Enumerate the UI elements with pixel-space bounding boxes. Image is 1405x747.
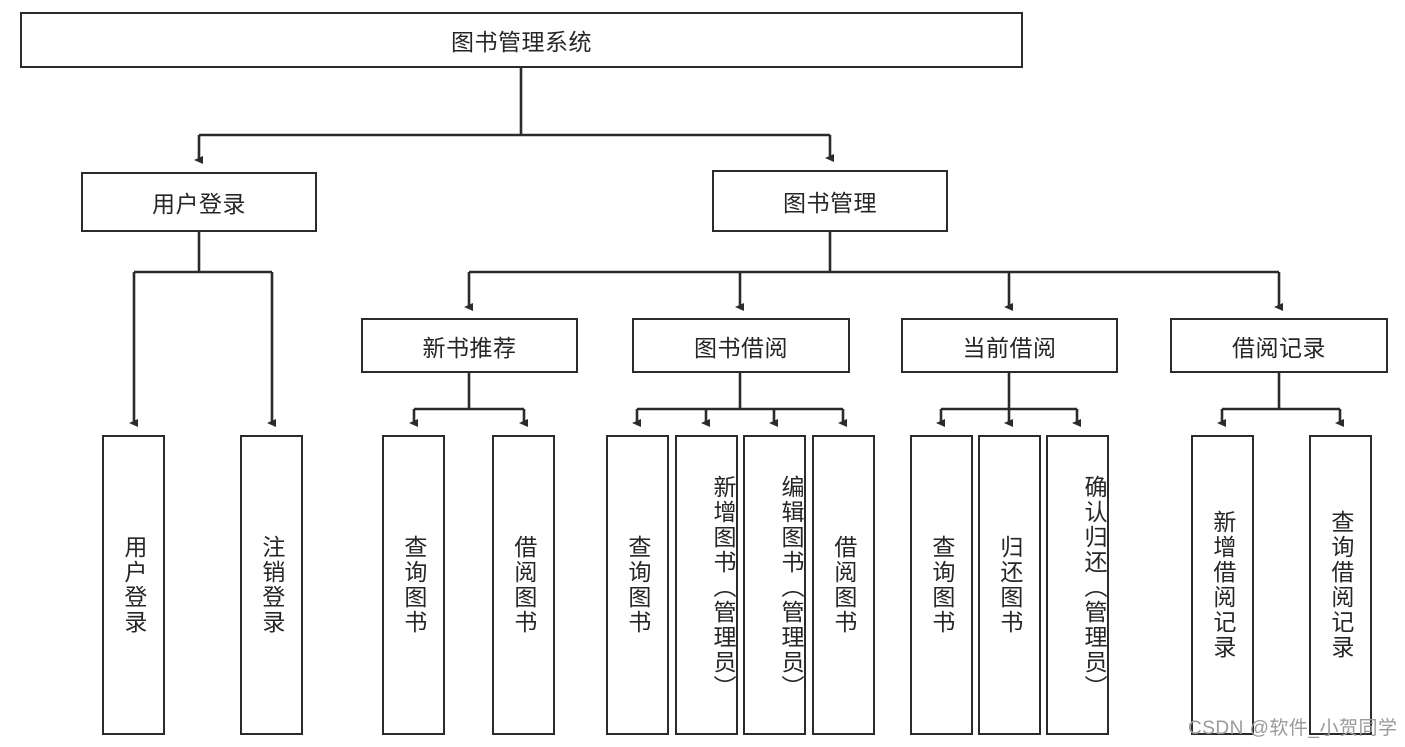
leaf-query-book-current[interactable]: 查询图书 <box>910 435 973 735</box>
node-label: 查询图书 <box>400 535 427 635</box>
node-borrow-record[interactable]: 借阅记录 <box>1170 318 1388 373</box>
leaf-borrow-book-recommend[interactable]: 借阅图书 <box>492 435 555 735</box>
node-book-borrow[interactable]: 图书借阅 <box>632 318 850 373</box>
csdn-watermark: CSDN @软件_小贺同学 <box>1188 718 1398 739</box>
leaf-confirm-return-admin[interactable]: 确认归还（管理员） <box>1046 435 1109 735</box>
node-label: 借阅图书 <box>830 535 857 635</box>
leaf-query-borrow-record[interactable]: 查询借阅记录 <box>1309 435 1372 735</box>
node-label: 用户登录 <box>152 191 246 217</box>
node-new-book-recommend[interactable]: 新书推荐 <box>361 318 578 373</box>
node-label: 用户登录 <box>120 535 147 635</box>
node-label: 新增图书（管理员） <box>710 474 736 700</box>
leaf-return-book[interactable]: 归还图书 <box>978 435 1041 735</box>
node-label: 图书借阅 <box>694 334 788 361</box>
node-label: 当前借阅 <box>962 334 1057 361</box>
node-label: 借阅图书 <box>510 535 537 635</box>
node-label: 新书推荐 <box>422 334 517 361</box>
node-label: 新增借阅记录 <box>1209 510 1236 660</box>
leaf-add-borrow-record[interactable]: 新增借阅记录 <box>1191 435 1254 735</box>
node-label: 借阅记录 <box>1232 334 1326 361</box>
node-label: 图书管理系统 <box>451 29 592 55</box>
node-label: 注销登录 <box>258 535 285 635</box>
node-label: 编辑图书（管理员） <box>778 474 804 700</box>
leaf-query-book-borrow[interactable]: 查询图书 <box>606 435 669 735</box>
leaf-logout-login[interactable]: 注销登录 <box>240 435 303 735</box>
leaf-borrow-book[interactable]: 借阅图书 <box>812 435 875 735</box>
leaf-add-book-admin[interactable]: 新增图书（管理员） <box>675 435 738 735</box>
node-label: 查询图书 <box>928 535 955 635</box>
node-root-book-management-system[interactable]: 图书管理系统 <box>20 12 1023 68</box>
node-book-management[interactable]: 图书管理 <box>712 170 948 232</box>
leaf-edit-book-admin[interactable]: 编辑图书（管理员） <box>743 435 806 735</box>
leaf-user-login[interactable]: 用户登录 <box>102 435 165 735</box>
node-label: 查询借阅记录 <box>1327 510 1354 660</box>
node-label: 归还图书 <box>996 535 1023 635</box>
node-label: 确认归还（管理员） <box>1081 474 1107 700</box>
node-label: 查询图书 <box>624 535 651 635</box>
node-label: 图书管理 <box>783 190 877 216</box>
node-user-login[interactable]: 用户登录 <box>81 172 317 232</box>
leaf-query-book-recommend[interactable]: 查询图书 <box>382 435 445 735</box>
node-current-borrow[interactable]: 当前借阅 <box>901 318 1118 373</box>
